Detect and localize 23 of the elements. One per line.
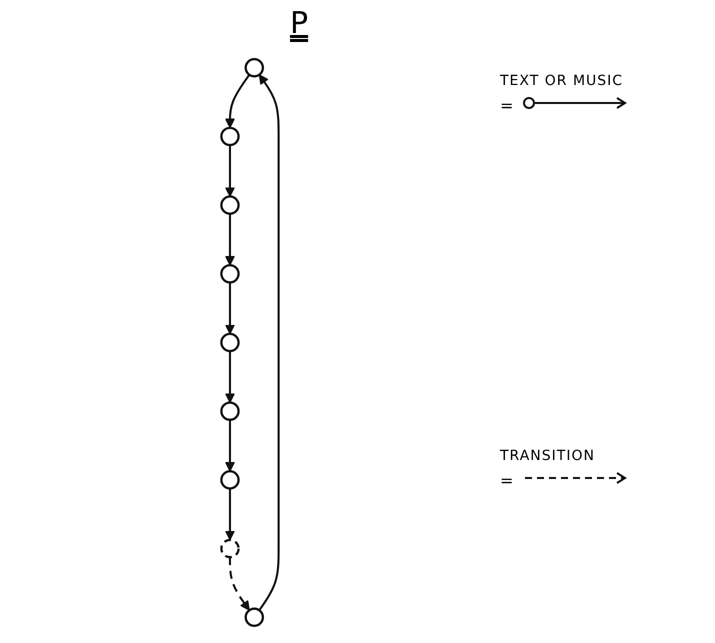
arrow (224, 351, 235, 404)
diagram-title: P (290, 6, 308, 41)
equals-sign: = (500, 96, 514, 114)
legend-text: TRANSITION (500, 448, 595, 464)
arrow (224, 214, 235, 266)
node-spiral (220, 538, 240, 558)
node-circle (220, 195, 240, 215)
arrow (224, 488, 235, 540)
legend-text: TEXT OR MUSIC (500, 73, 624, 89)
node-circle (244, 58, 264, 78)
node-circle (220, 126, 240, 146)
arrow (224, 145, 235, 197)
arrow (258, 74, 280, 611)
node-circle (244, 608, 264, 627)
arrow (224, 74, 250, 128)
arrow (224, 282, 235, 334)
node-circle (220, 401, 240, 421)
node-circle (220, 470, 240, 490)
arrow (228, 557, 250, 611)
node-circle (220, 332, 240, 352)
node-circle (220, 264, 240, 284)
equals-sign: = (500, 470, 514, 490)
arrow (224, 420, 235, 472)
